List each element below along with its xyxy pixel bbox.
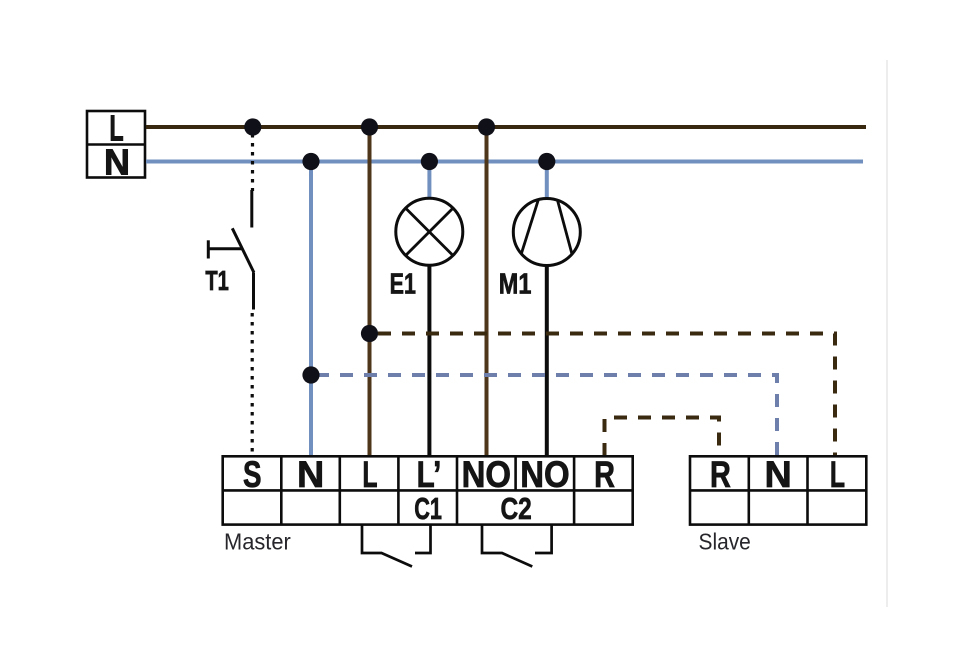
svg-text:NO: NO (520, 454, 569, 495)
svg-text:C1: C1 (414, 491, 442, 526)
svg-text:N: N (764, 453, 791, 495)
svg-text:M1: M1 (499, 267, 532, 300)
svg-text:L: L (362, 453, 377, 495)
svg-text:N: N (297, 453, 324, 495)
svg-text:L: L (830, 453, 845, 495)
svg-text:N: N (104, 141, 130, 182)
svg-text:L: L (109, 110, 123, 149)
svg-text:R: R (710, 455, 731, 496)
svg-text:S: S (243, 453, 262, 495)
svg-text:Master: Master (224, 528, 291, 555)
svg-text:C2: C2 (500, 491, 531, 525)
svg-text:R: R (594, 455, 615, 496)
svg-text:E1: E1 (390, 268, 416, 300)
svg-text:L’: L’ (417, 455, 442, 496)
svg-text:NO: NO (462, 454, 511, 495)
svg-text:T1: T1 (205, 266, 229, 297)
svg-text:Slave: Slave (699, 528, 751, 554)
